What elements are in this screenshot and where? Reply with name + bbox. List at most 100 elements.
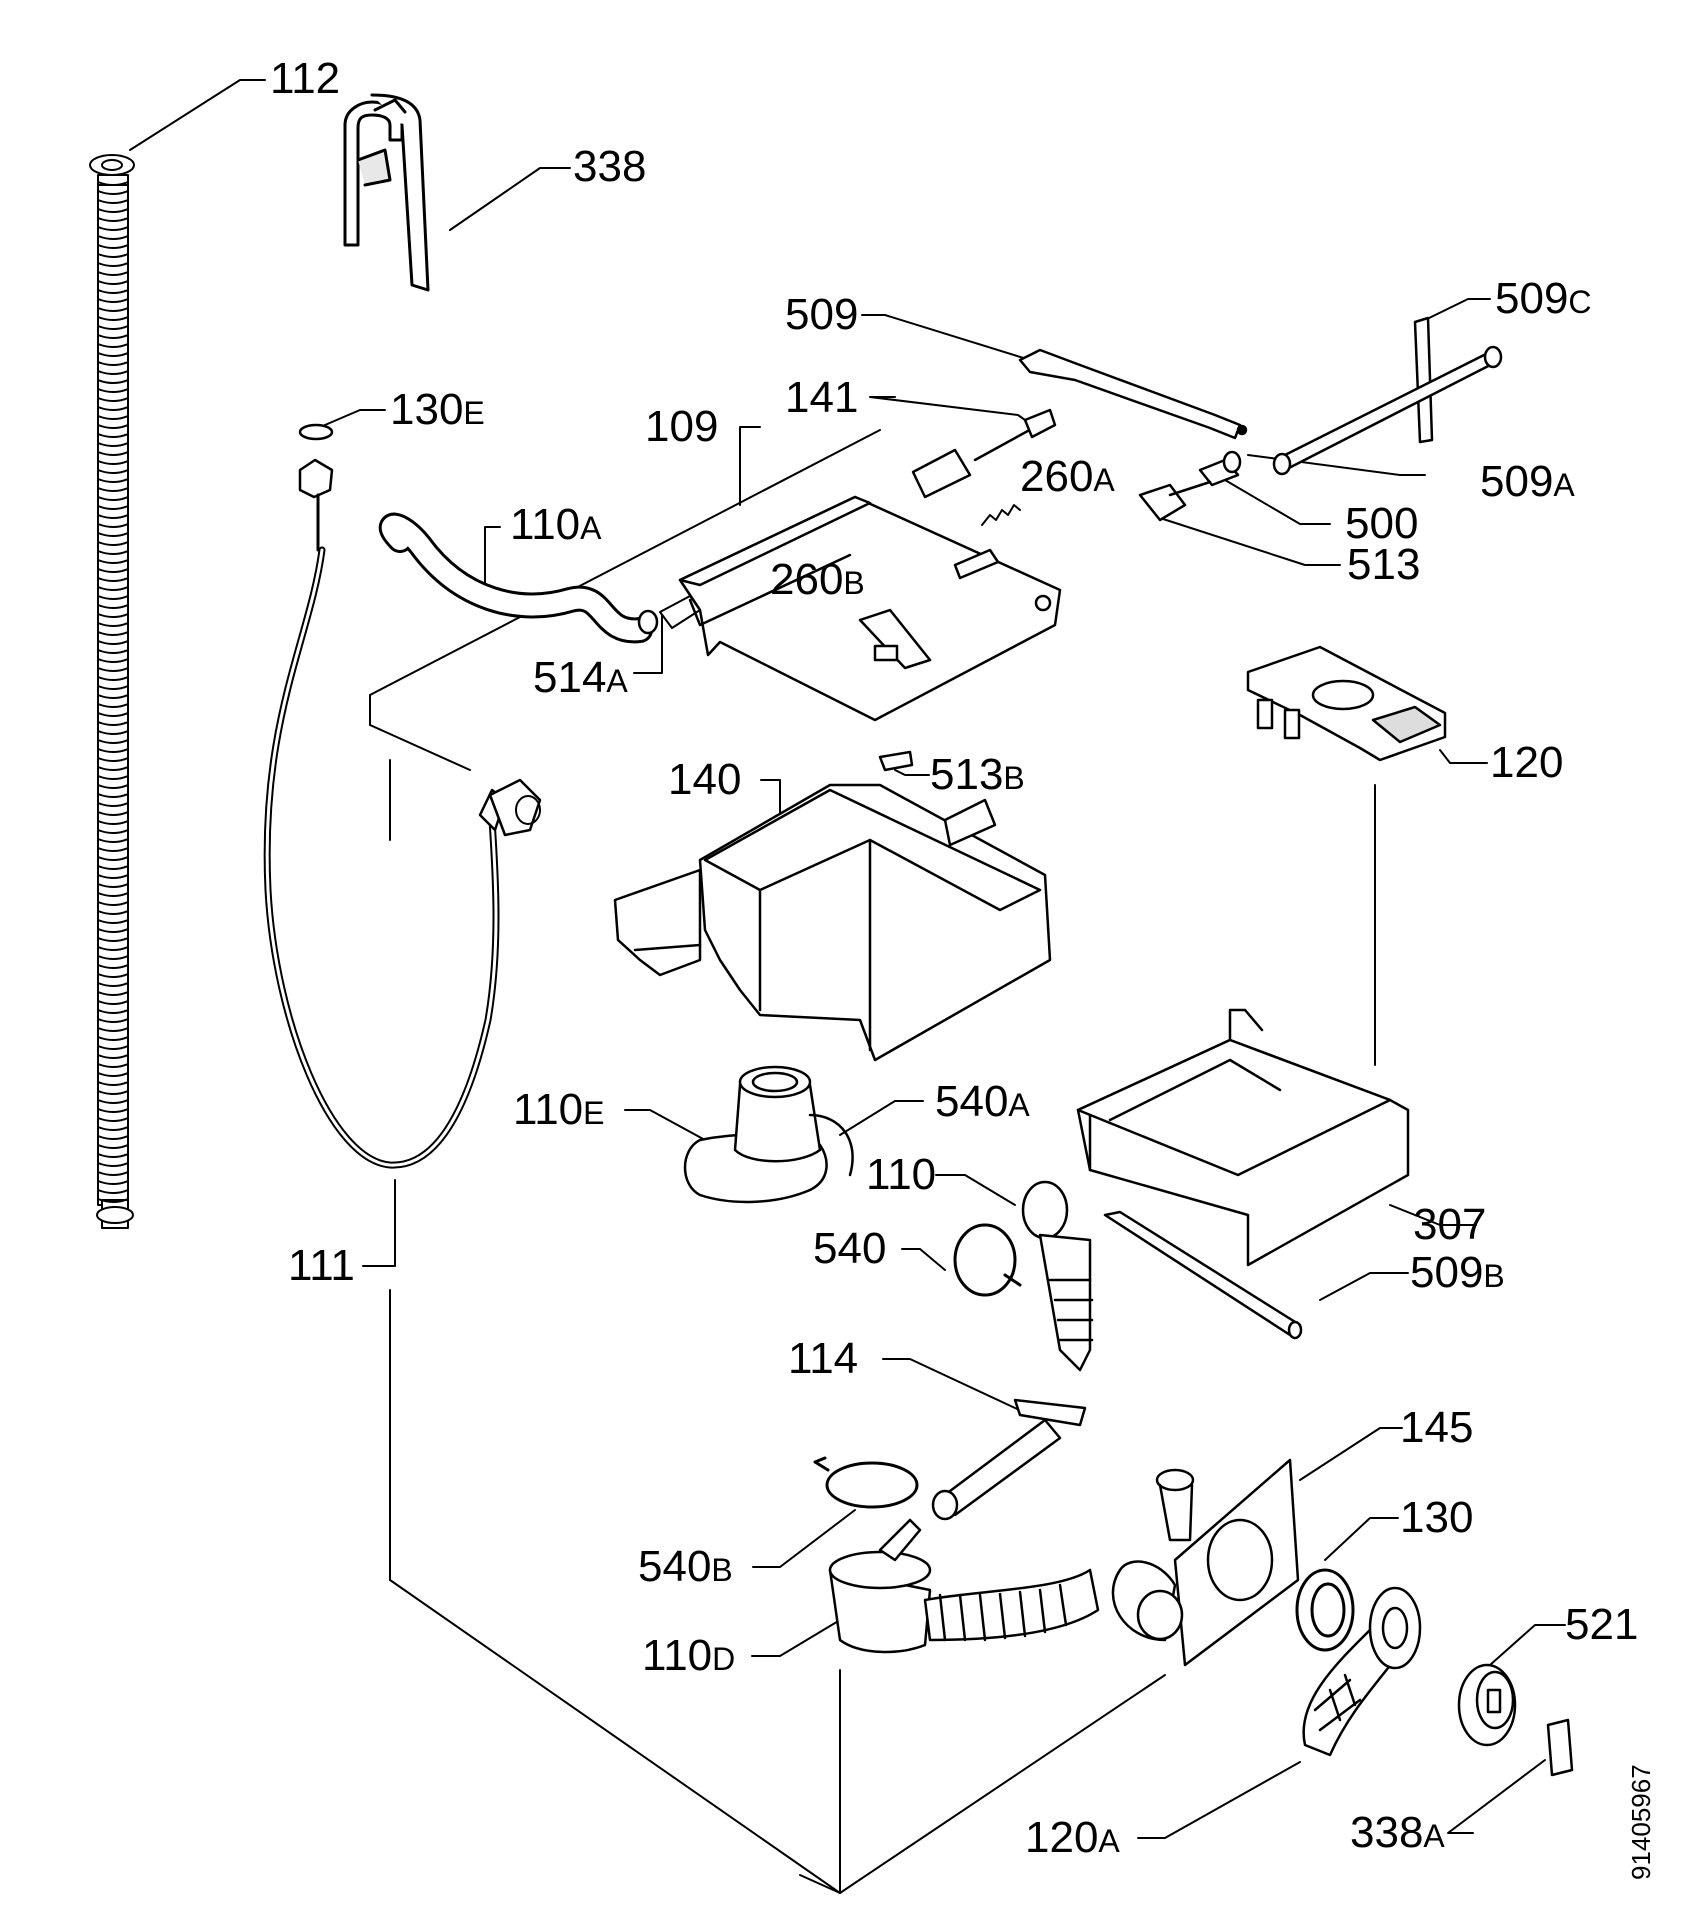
hose-ring: [98, 335, 128, 338]
callout-130: 130: [1400, 1493, 1474, 1542]
callout-514a-suffix: A: [606, 663, 628, 699]
hose-ring: [98, 227, 128, 230]
hose-guide-hook: [345, 95, 428, 290]
hose-ring: [98, 1181, 128, 1184]
callout-110a-num: 110: [510, 500, 581, 549]
hose-ring: [98, 578, 128, 581]
hose-ring: [98, 704, 128, 707]
callout-513b: 513B: [930, 753, 1025, 797]
hose-ring: [98, 407, 128, 410]
callout-509b: 509B: [1410, 1251, 1505, 1295]
hose-ring: [98, 983, 128, 986]
hose-ring: [98, 794, 128, 797]
hose-ring: [98, 893, 128, 896]
hose-ring: [98, 1100, 128, 1103]
hose-ring: [98, 1001, 128, 1004]
callout-513b-suffix: B: [1003, 760, 1025, 796]
callout-513: 513: [1347, 540, 1421, 589]
hose-ring: [98, 506, 128, 509]
callout-500: 500: [1345, 499, 1419, 548]
hose-ring: [98, 920, 128, 923]
callout-509b-num: 509: [1410, 1248, 1484, 1297]
hose-ring: [98, 326, 128, 329]
callout-509c: 509C: [1495, 277, 1592, 321]
hose-ring: [98, 488, 128, 491]
hose-ring: [98, 1073, 128, 1076]
bellows-hose: [1023, 1182, 1092, 1370]
callout-120a-num: 120: [1025, 1813, 1099, 1862]
callout-130e-num: 130: [390, 385, 464, 434]
hose-ring: [98, 1028, 128, 1031]
callout-110: 110: [866, 1150, 937, 1199]
hose-ring: [98, 470, 128, 473]
hose-ring: [98, 1172, 128, 1175]
hose-ring: [98, 560, 128, 563]
callout-540b: 540B: [638, 1545, 733, 1589]
hose-ring: [98, 938, 128, 941]
callout-260a-num: 260: [1020, 452, 1094, 501]
hose-ring: [98, 272, 128, 275]
hose-ring: [98, 515, 128, 518]
guide-rod: [1105, 1212, 1301, 1338]
callout-120: 120: [1490, 738, 1564, 787]
callout-307: 307: [1413, 1200, 1487, 1249]
hose-ring: [98, 749, 128, 752]
hose-ring: [98, 416, 128, 419]
callout-513b-num: 513: [930, 750, 1004, 799]
hose-ring: [98, 632, 128, 635]
callout-110d-num: 110: [642, 1631, 713, 1680]
hose-ring: [98, 1136, 128, 1139]
callout-110e: 110E: [513, 1088, 605, 1132]
hose-ring: [98, 866, 128, 869]
hose-ring: [98, 839, 128, 842]
callout-110d-suffix: D: [712, 1641, 736, 1677]
hose-ring: [98, 848, 128, 851]
sump-hose: [685, 1067, 853, 1202]
hose-ring: [98, 1082, 128, 1085]
hose-ring: [98, 389, 128, 392]
hose-ring: [98, 1055, 128, 1058]
filter-knob: [1459, 1665, 1515, 1745]
hose-ring: [98, 911, 128, 914]
dispenser-housing: [615, 785, 1050, 1060]
hose-ring: [98, 857, 128, 860]
callout-120a: 120A: [1025, 1816, 1120, 1860]
hose-ring: [98, 1145, 128, 1148]
callout-145: 145: [1400, 1403, 1474, 1452]
callout-260b-suffix: B: [843, 565, 865, 601]
callout-509a-num: 509: [1480, 457, 1554, 506]
spring: [982, 505, 1020, 525]
callout-338a-num: 338: [1350, 1808, 1424, 1857]
pump-hose: [830, 1520, 1098, 1652]
callout-110e-num: 110: [513, 1085, 584, 1134]
hose-ring: [98, 569, 128, 572]
dispenser-cover: [1248, 647, 1445, 760]
hose-ring: [98, 524, 128, 527]
hose-ring: [98, 434, 128, 437]
hose-ring: [98, 650, 128, 653]
document-number: 91405967: [1626, 1764, 1656, 1880]
callout-140: 140: [668, 755, 742, 804]
solenoid-valve-assembly: [680, 497, 1060, 720]
clip: [880, 752, 912, 770]
hose-ring: [98, 686, 128, 689]
hose-ring: [98, 614, 128, 617]
hose-ring: [98, 605, 128, 608]
hose-ring: [98, 803, 128, 806]
hose-ring: [98, 236, 128, 239]
hose-ring: [98, 623, 128, 626]
callout-130e-suffix: E: [463, 395, 485, 431]
hose-ring: [98, 758, 128, 761]
hose-ring: [98, 353, 128, 356]
pump-filter: [1304, 1588, 1420, 1755]
hose-ring: [98, 1019, 128, 1022]
hose-ring: [98, 992, 128, 995]
callout-130e: 130E: [390, 388, 485, 432]
hose-clamp: [955, 1225, 1020, 1295]
hose-ring: [98, 965, 128, 968]
hose-ring: [98, 587, 128, 590]
callout-509c-suffix: C: [1568, 284, 1592, 320]
callout-141: 141: [785, 373, 859, 422]
hose-ring: [98, 263, 128, 266]
